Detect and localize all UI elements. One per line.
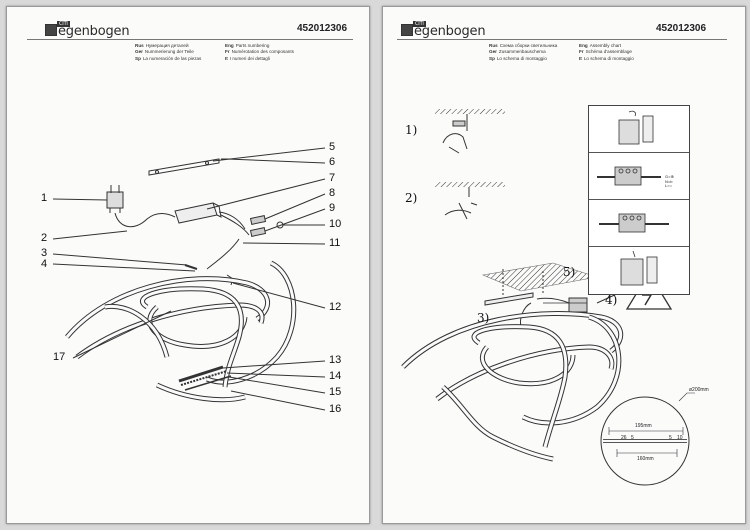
- callout-17: 17: [53, 351, 66, 363]
- article-number: 452012306: [656, 23, 707, 34]
- leader-3: [52, 253, 188, 266]
- callout-5: 5: [329, 141, 336, 153]
- leader-12: [232, 282, 326, 309]
- leader-14: [226, 372, 326, 378]
- step-1-label: 1): [405, 123, 418, 137]
- dim-195: 195mm: [635, 423, 652, 429]
- callout-6: 6: [329, 156, 336, 168]
- terminal-block: [568, 297, 588, 313]
- callout-1: 1: [41, 192, 48, 204]
- callout-14: 14: [329, 370, 342, 382]
- leader-17: [72, 310, 172, 359]
- hand-hammer: [444, 202, 478, 220]
- terminal-block: [106, 191, 124, 209]
- leader-6: [226, 158, 326, 164]
- callout-12: 12: [329, 301, 342, 313]
- dim-10: 10: [677, 435, 683, 441]
- callout-10: 10: [329, 218, 342, 230]
- brand-logo-mark: [401, 24, 413, 36]
- step-4-label: 4): [605, 293, 618, 307]
- article-number: 452012306: [297, 23, 348, 34]
- dim-diameter: ø200mm: [689, 387, 709, 393]
- brand-logo-mark: [45, 24, 57, 36]
- step-5-label: 5): [563, 265, 576, 279]
- wiring-step-close-cover: [589, 247, 689, 293]
- callout-8: 8: [329, 187, 336, 199]
- leader-1: [52, 198, 108, 201]
- wiring-step-open-cover: [589, 106, 689, 153]
- leader-16: [230, 390, 326, 411]
- mounting-bar: [484, 292, 534, 306]
- callout-3: 3: [41, 247, 48, 259]
- callout-15: 15: [329, 386, 342, 398]
- step-2-label: 2): [405, 191, 418, 205]
- dim-5b: 5: [669, 435, 672, 441]
- dim-160: 160mm: [637, 456, 654, 462]
- driver: [174, 202, 218, 224]
- leader-11: [242, 242, 326, 245]
- leader-8: [264, 193, 326, 220]
- wiring-step-secure: [589, 200, 689, 247]
- ceiling-hatch-1: [435, 109, 505, 114]
- step-3-label: 3): [477, 311, 490, 325]
- leader-4: [52, 263, 196, 272]
- dim-26: 26: [621, 435, 627, 441]
- wire-legend: G=⊕ N=b L=○: [665, 174, 674, 189]
- dim-5a: 5: [631, 435, 634, 441]
- mounting-bar: [148, 158, 220, 176]
- leader-2: [52, 230, 128, 240]
- leader-9: [264, 208, 326, 232]
- callout-2: 2: [41, 232, 48, 244]
- hand-drill: [442, 133, 468, 154]
- dimension-detail-circle: [600, 396, 690, 486]
- callout-9: 9: [329, 202, 336, 214]
- callout-11: 11: [329, 237, 341, 249]
- header-rule: [27, 39, 353, 40]
- callout-4: 4: [41, 258, 48, 270]
- leader-7: [206, 178, 326, 210]
- wiring-step-connect: G=⊕ N=b L=○: [589, 153, 689, 200]
- leader-15: [228, 376, 326, 394]
- ceiling-plane: [481, 262, 598, 292]
- callout-16: 16: [329, 403, 342, 415]
- header-rule: [397, 39, 727, 40]
- parts-drawing: [52, 147, 326, 411]
- ceiling-hatch-2: [435, 182, 505, 187]
- callout-13: 13: [329, 354, 342, 366]
- wiring-instruction-panel: G=⊕ N=b L=○: [588, 105, 690, 295]
- leader-13: [222, 360, 326, 369]
- callout-7: 7: [329, 172, 336, 184]
